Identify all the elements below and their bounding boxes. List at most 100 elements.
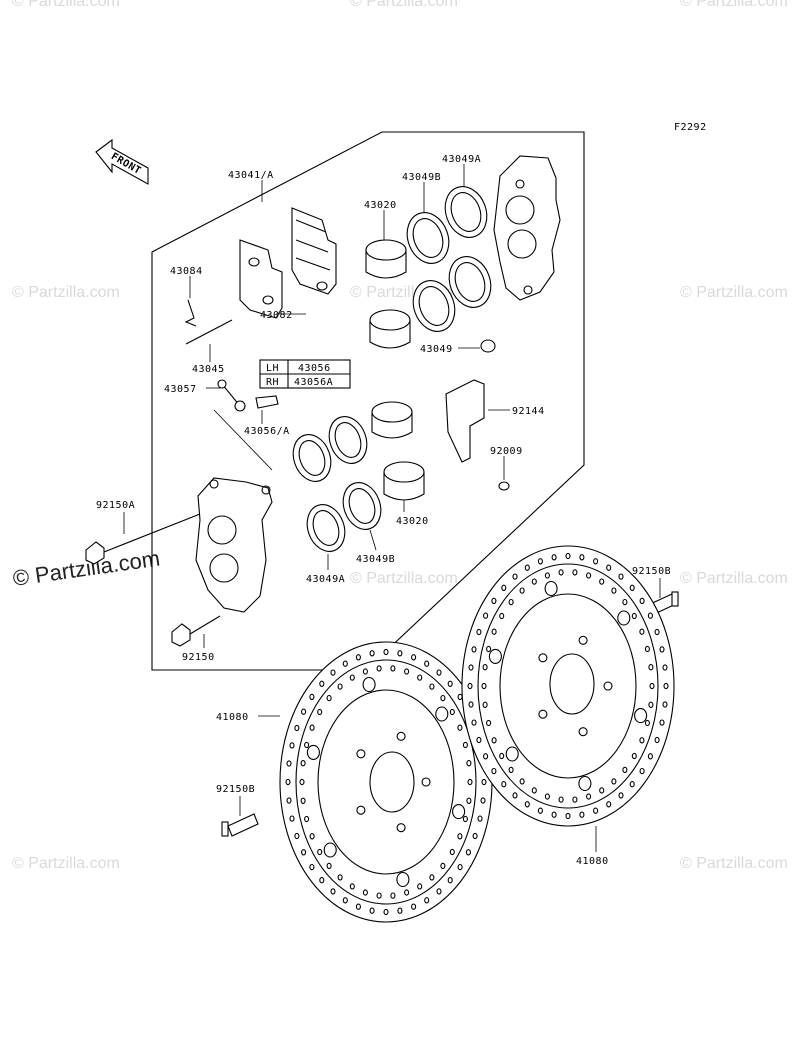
drill-hole <box>644 719 650 727</box>
drill-hole <box>524 564 530 571</box>
drill-hole <box>440 694 446 702</box>
disc-rivet <box>396 871 410 888</box>
drill-hole <box>411 903 417 910</box>
caliper-half-right <box>493 155 561 301</box>
bolt-b-left <box>221 813 259 837</box>
table-part: 43056A <box>294 377 333 388</box>
hub-hole <box>396 823 406 833</box>
drill-hole <box>579 554 585 561</box>
drill-hole <box>317 848 323 856</box>
drill-hole <box>524 801 530 808</box>
drill-hole <box>663 682 669 690</box>
drill-hole <box>289 742 295 749</box>
hub-hole <box>356 805 366 815</box>
part-label: 43056/A <box>244 426 290 437</box>
drill-hole <box>326 694 332 702</box>
watermark: © Partzilla.com <box>350 0 458 10</box>
watermark: © Partzilla.com <box>680 855 788 872</box>
drill-hole <box>622 766 628 774</box>
drill-hole <box>618 792 624 799</box>
drill-hole <box>644 645 650 653</box>
table-side: LH <box>266 363 279 374</box>
drill-hole <box>606 801 612 808</box>
drill-hole <box>639 737 645 744</box>
drill-hole <box>286 760 292 767</box>
watermark: © Partzilla.com <box>680 570 788 587</box>
drill-hole <box>618 573 624 580</box>
drill-hole <box>309 693 315 701</box>
part-label: 43049 <box>420 344 453 355</box>
hub-hole <box>603 681 613 691</box>
drill-hole <box>397 650 403 657</box>
drill-hole <box>457 863 463 871</box>
drill-hole <box>647 753 653 760</box>
drill-hole <box>519 587 525 594</box>
drill-hole <box>639 597 645 605</box>
drill-hole <box>404 668 410 675</box>
drill-hole <box>417 674 423 681</box>
drill-hole <box>622 598 628 606</box>
drill-hole <box>471 719 477 726</box>
disc-rivet <box>578 775 592 792</box>
hub-hole <box>578 635 588 645</box>
drill-hole <box>631 752 637 760</box>
drill-hole <box>480 797 486 804</box>
brake-disc-right <box>461 545 675 827</box>
part-label: 92150B <box>632 566 671 577</box>
drill-hole <box>501 781 507 788</box>
seals-lower <box>292 416 382 552</box>
drill-hole <box>471 646 477 653</box>
drill-hole <box>491 737 497 744</box>
drill-hole <box>537 807 543 814</box>
drill-hole <box>508 598 514 606</box>
part-label: 43049A <box>306 574 345 585</box>
disc-rivet <box>617 610 631 626</box>
drill-hole <box>565 812 571 820</box>
drill-hole <box>512 792 518 799</box>
bleeder-lead <box>213 409 273 471</box>
drill-hole <box>662 664 668 671</box>
drill-hole <box>531 578 537 585</box>
drill-hole <box>355 903 361 910</box>
drill-hole <box>465 849 471 856</box>
drill-hole <box>593 558 599 565</box>
drill-hole <box>611 778 617 785</box>
drill-hole <box>417 883 423 890</box>
cap-nut <box>480 339 496 353</box>
drill-hole <box>572 796 578 803</box>
drill-hole <box>319 680 325 687</box>
part-label: 43020 <box>396 516 429 527</box>
hub-hole <box>538 709 548 719</box>
drill-hole <box>411 654 417 661</box>
drill-hole <box>342 660 348 667</box>
part-label: 43049A <box>442 154 481 165</box>
drill-hole <box>362 668 368 675</box>
drill-hole <box>449 708 455 716</box>
drill-hole <box>551 811 557 818</box>
drill-hole <box>468 701 474 708</box>
part-label: 43049B <box>356 554 395 565</box>
drill-hole <box>462 815 468 823</box>
drill-hole <box>424 660 430 667</box>
part-label: 92150B <box>216 784 255 795</box>
drill-hole <box>309 863 315 871</box>
drill-hole <box>429 874 435 881</box>
caliper-assembly-box <box>151 131 585 671</box>
drill-hole <box>467 682 473 690</box>
drill-hole <box>483 612 489 619</box>
drill-hole <box>383 648 389 656</box>
drill-hole <box>491 628 497 635</box>
drill-hole <box>599 787 605 794</box>
disc-rivet <box>634 708 648 724</box>
drill-hole <box>304 741 310 749</box>
drill-hole <box>330 669 336 676</box>
drill-hole <box>369 907 375 914</box>
drill-hole <box>468 664 474 671</box>
caliper-half-left <box>195 477 273 613</box>
watermark: © Partzilla.com <box>680 284 788 301</box>
drill-hole <box>285 778 291 786</box>
drill-hole <box>447 877 453 884</box>
drill-hole <box>404 889 410 896</box>
